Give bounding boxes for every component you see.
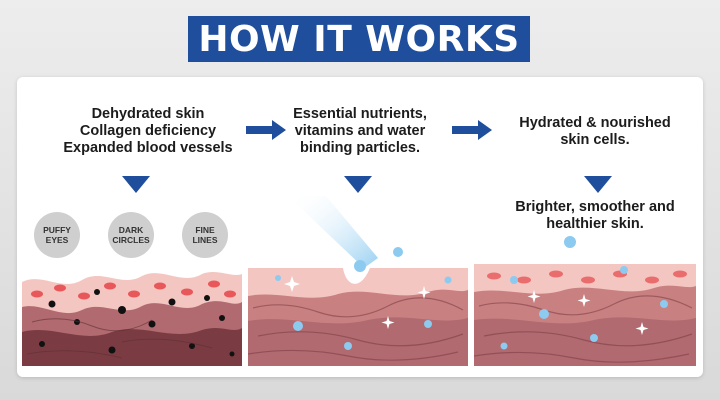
sparkle-icon [527, 290, 649, 335]
badge-label: PUFFY [43, 225, 71, 235]
badge-dark-circles: DARK CIRCLES [108, 212, 154, 258]
badge-label: FINE [195, 225, 215, 235]
sparkle-icon [284, 276, 431, 329]
water-drop-icon [500, 236, 668, 350]
step-1-line: Dehydrated skin [91, 106, 205, 122]
badge-label: DARK [118, 225, 144, 235]
step-1-line: Collagen deficiency [79, 123, 217, 139]
step-2-line: vitamins and water [294, 123, 426, 139]
badge-fine-lines: FINE LINES [182, 212, 228, 258]
arrow-right-icon [246, 120, 286, 140]
badge-puffy-eyes: PUFFY EYES [34, 212, 80, 258]
triangle-down-icon [122, 176, 150, 193]
badge-label: CIRCLES [112, 235, 150, 245]
water-drop-icon [275, 247, 452, 350]
skin-panel-hydrated [474, 236, 696, 366]
step-2-line: Essential nutrients, [293, 106, 427, 122]
skin-panel-dehydrated [22, 262, 242, 366]
step-3-text: Hydrated & nourished skin cells. [500, 115, 690, 149]
step-2-line: binding particles. [299, 140, 421, 156]
triangle-down-icon [344, 176, 372, 193]
page-title: HOW IT WORKS [188, 16, 530, 62]
step-1-line: Expanded blood vessels [63, 140, 233, 156]
dark-spot-icon [39, 289, 235, 357]
triangle-down-icon [584, 176, 612, 193]
badge-label: EYES [45, 235, 69, 245]
step-1-text: Dehydrated skin Collagen deficiency Expa… [48, 106, 248, 157]
skin-panel-nutrients [248, 196, 468, 366]
step-2-text: Essential nutrients, vitamins and water … [270, 106, 450, 157]
result-line: Brighter, smoother and [515, 199, 675, 215]
arrow-right-icon [452, 120, 492, 140]
result-line: healthier skin. [546, 216, 644, 232]
result-text: Brighter, smoother and healthier skin. [500, 199, 690, 233]
step-3-line: Hydrated & nourished [519, 115, 671, 131]
step-3-line: skin cells. [560, 132, 630, 148]
badge-label: LINES [192, 235, 218, 245]
